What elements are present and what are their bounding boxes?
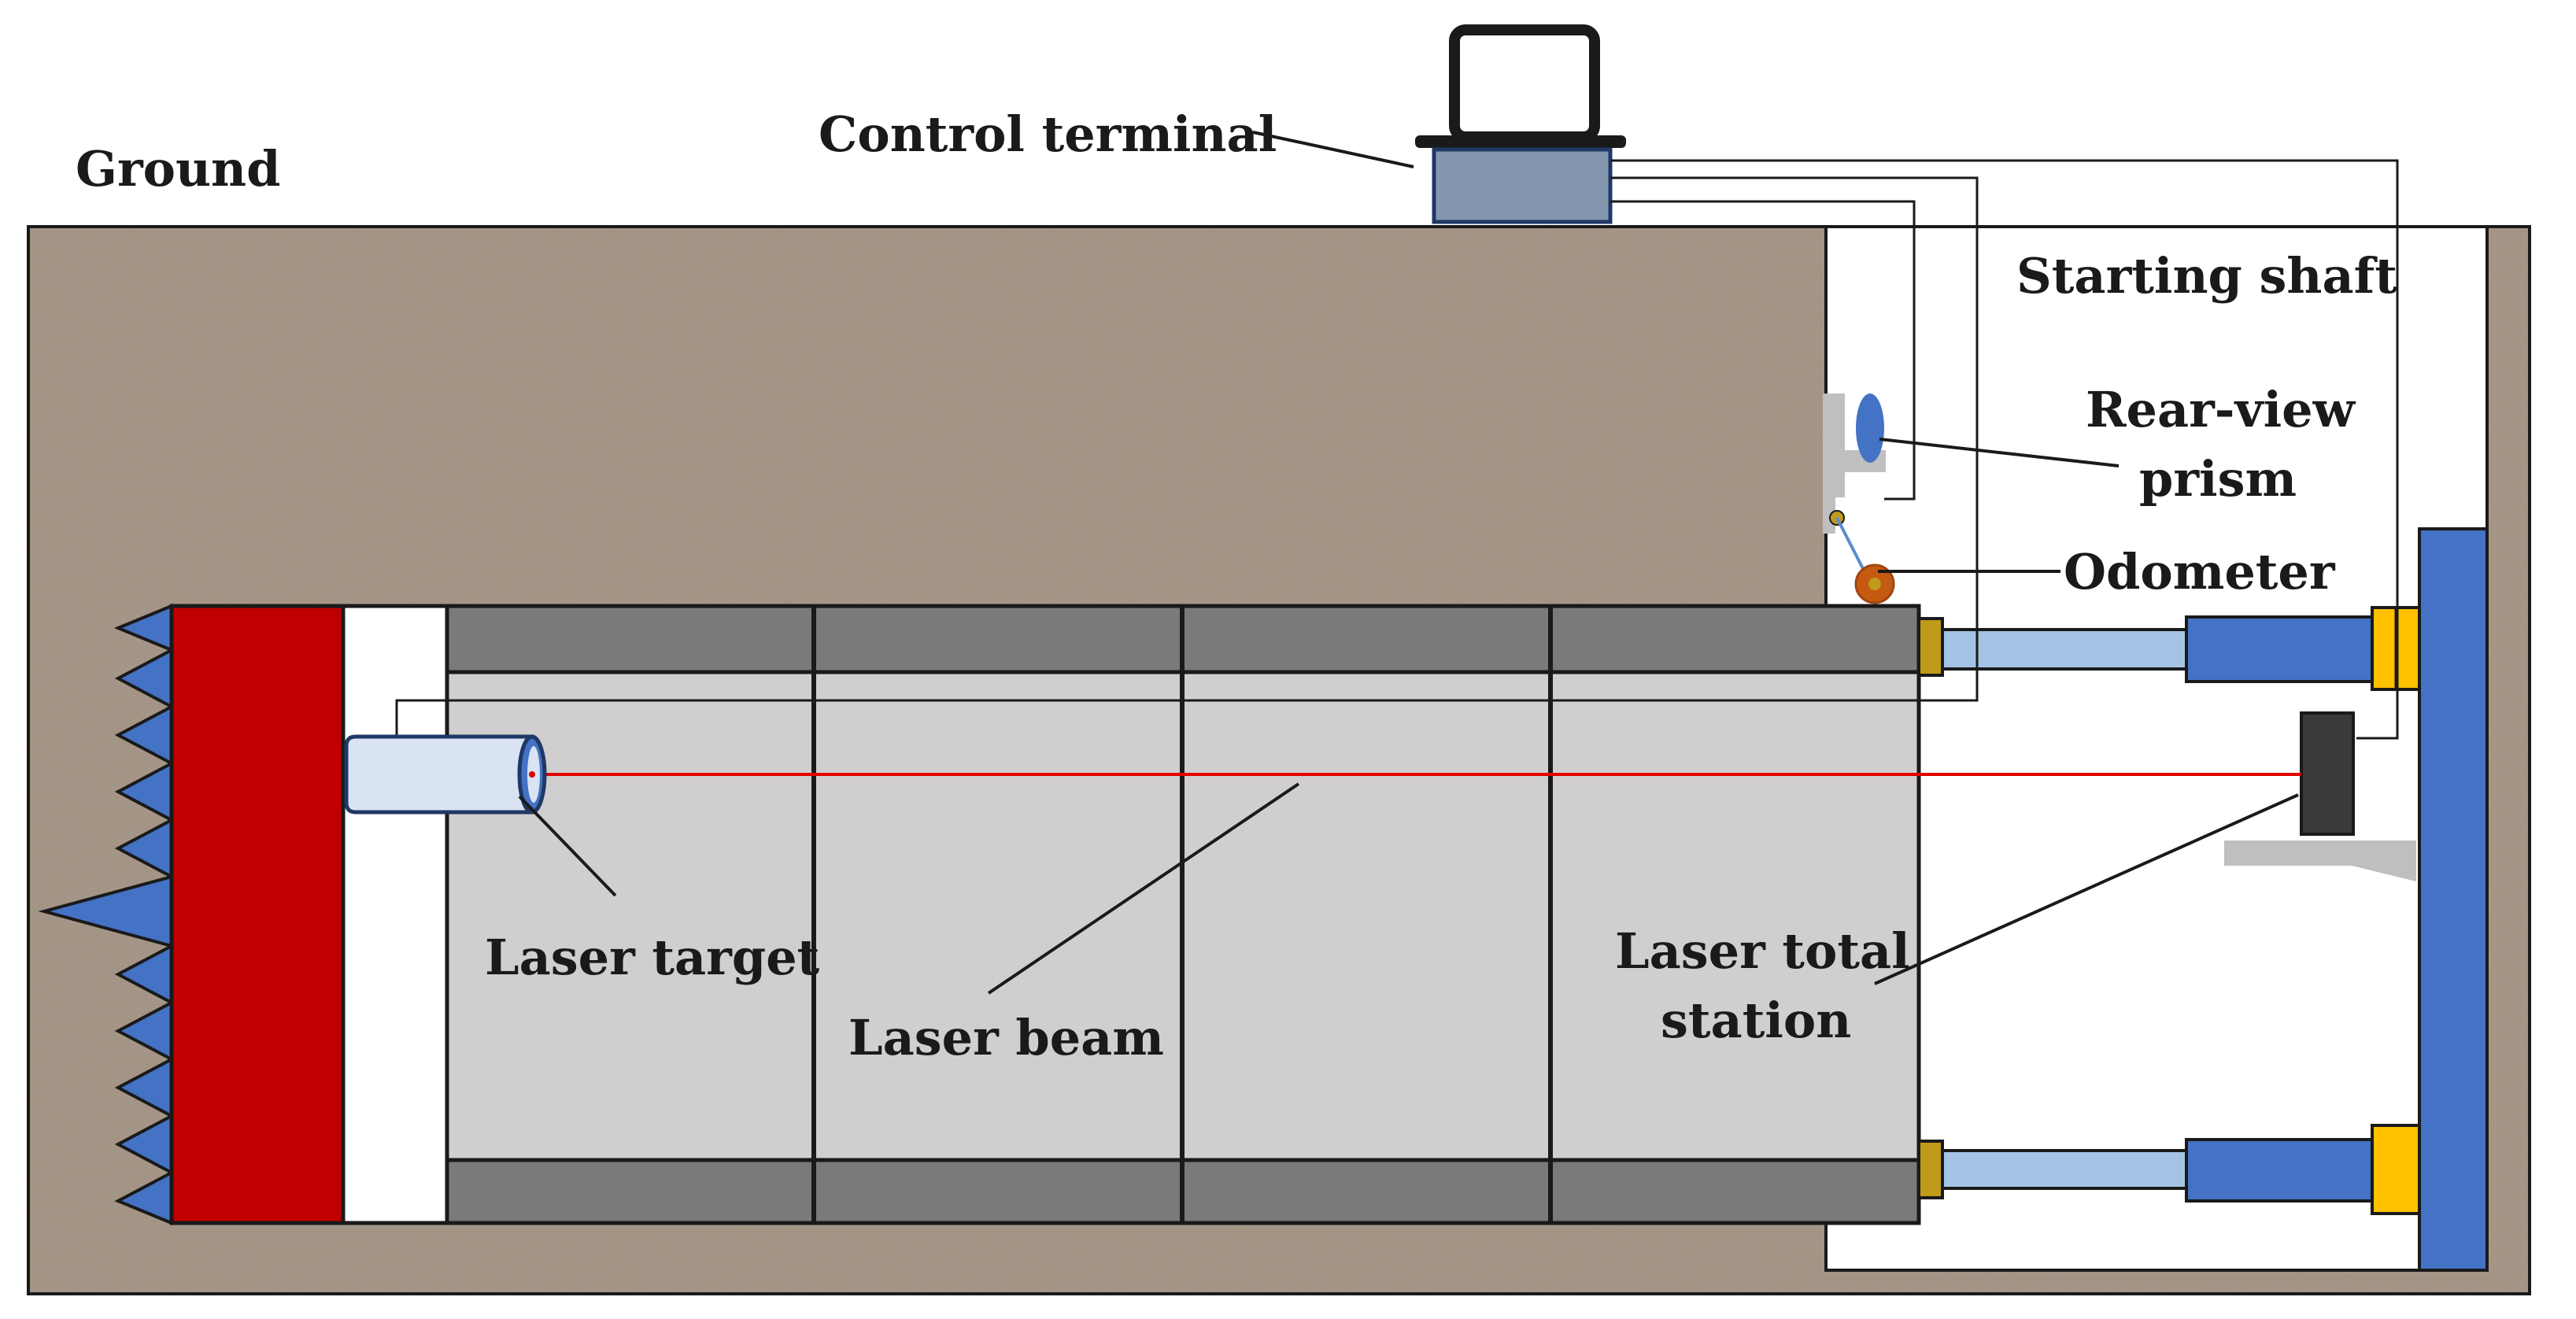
cutter-head-body xyxy=(169,604,346,1225)
station-body xyxy=(2300,711,2355,836)
pipe-wall-top-segment xyxy=(445,604,816,674)
reaction-wall xyxy=(2418,527,2489,1272)
laser-total-station xyxy=(2224,711,2416,881)
laser-target xyxy=(344,734,547,815)
label-rear-view-prism-line1: Rear-view xyxy=(2086,381,2356,438)
prism-bracket xyxy=(1823,393,1886,534)
leader-laser-target xyxy=(518,795,617,897)
cable-to-laser-target xyxy=(395,699,1914,743)
leader-laser-beam xyxy=(987,782,1300,995)
label-laser-beam: Laser beam xyxy=(848,1009,1164,1066)
control-box xyxy=(1432,147,1613,224)
cable-to-rear-view-prism xyxy=(1610,200,1916,501)
pipe-wall-bottom-segment xyxy=(811,1158,1185,1225)
labels: Ground Control terminal Starting shaft R… xyxy=(76,105,2397,1066)
jacking-pipe xyxy=(445,604,1921,1225)
label-control-terminal: Control terminal xyxy=(819,105,1277,163)
hydraulic-jack-top xyxy=(1917,606,2421,691)
label-rear-view-prism-line2: prism xyxy=(2139,450,2297,508)
leader-laser-total-station xyxy=(1874,793,2299,985)
leader-control-terminal xyxy=(1252,131,1414,168)
jack-cylinder xyxy=(2185,1138,2374,1203)
machine-bulkhead xyxy=(341,604,449,1225)
target-cylinder xyxy=(344,734,534,815)
cutter-head xyxy=(38,604,449,1225)
cutter-teeth xyxy=(38,604,176,1225)
hydraulic-jack-bottom xyxy=(1917,1124,2421,1215)
label-starting-shaft: Starting shaft xyxy=(2016,247,2397,305)
target-point xyxy=(529,771,535,778)
ground-surface-line xyxy=(27,225,2531,1295)
control-terminal xyxy=(1415,24,1626,224)
cable-to-total-station xyxy=(1610,159,2399,740)
pipe-wall-bottom-segment xyxy=(1180,1158,1553,1225)
signal-cables xyxy=(395,159,2399,743)
leader-lines xyxy=(518,131,2299,995)
label-laser-total-station-line1: Laser total xyxy=(1615,922,1910,980)
jack-rod xyxy=(1941,1149,2188,1190)
pipe-wall-top-segment xyxy=(1548,604,1921,674)
jack-rod xyxy=(1941,628,2188,671)
label-odometer: Odometer xyxy=(2064,543,2336,600)
prism-lens xyxy=(1856,393,1884,463)
cable-to-pipe xyxy=(1610,176,1979,702)
label-laser-target: Laser target xyxy=(485,929,820,986)
station-bracket xyxy=(2224,841,2416,881)
leader-rear-view-prism xyxy=(1879,438,2120,467)
label-laser-total-station-line2: station xyxy=(1661,992,1851,1049)
pipe-wall-top-segment xyxy=(1180,604,1553,674)
jack-cylinder xyxy=(2185,615,2374,683)
laptop-base xyxy=(1415,135,1626,148)
laptop-screen xyxy=(1449,24,1600,142)
label-ground: Ground xyxy=(76,140,280,198)
jack-end-block xyxy=(2371,1124,2421,1215)
jack-connector xyxy=(1917,1140,1944,1199)
starting-shaft xyxy=(1824,225,2489,1272)
pipe-wall-bottom-segment xyxy=(445,1158,816,1225)
pipe-wall-top-segment xyxy=(811,604,1185,674)
odometer-hub xyxy=(1868,578,1881,590)
jack-connector xyxy=(1917,617,1944,677)
pipe-wall-bottom-segment xyxy=(1548,1158,1921,1225)
